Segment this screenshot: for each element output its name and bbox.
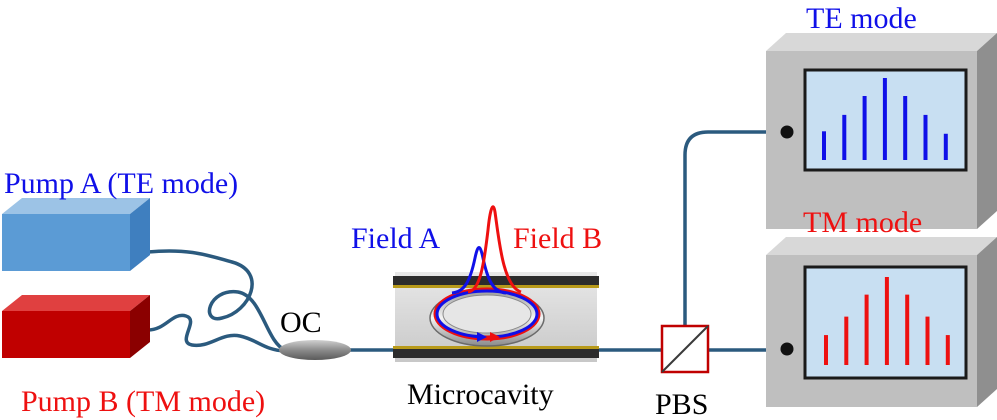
tm-spectrum-monitor xyxy=(766,237,997,407)
fiber-network xyxy=(146,130,789,353)
te-spectral-lines xyxy=(822,78,948,160)
tm-spectral-lines xyxy=(824,277,950,365)
bus-waveguide-top xyxy=(393,276,599,285)
pump-a-label: Pump A (TE mode) xyxy=(4,167,238,200)
field-a-label: Field A xyxy=(351,222,441,255)
optical-coupler xyxy=(279,340,351,360)
bus-waveguide-bottom xyxy=(393,349,599,358)
pump-b-laser xyxy=(2,295,150,358)
pbs-cube xyxy=(660,324,710,374)
field-b-pulse xyxy=(467,205,522,294)
pump-b-label: Pump B (TM mode) xyxy=(21,385,265,418)
field-a-pulse xyxy=(451,246,507,295)
te-mode-label: TE mode xyxy=(806,2,917,35)
pbs-label: PBS xyxy=(655,388,708,420)
fiber-pump-a xyxy=(146,249,287,352)
oc-label: OC xyxy=(280,306,322,339)
field-b-label: Field B xyxy=(513,222,602,255)
te-input-port xyxy=(780,125,794,139)
fiber-pump-b xyxy=(146,313,287,353)
fiber-pbs-to-te xyxy=(683,130,789,328)
tm-input-port xyxy=(780,342,794,356)
tm-mode-label: TM mode xyxy=(803,206,922,239)
pump-a-laser xyxy=(2,198,150,271)
microcavity-label: Microcavity xyxy=(407,378,554,411)
ring-path-tm xyxy=(433,287,541,341)
arrow-field-a xyxy=(477,332,487,342)
te-spectrum-monitor xyxy=(766,33,997,229)
microcavity-chip xyxy=(393,272,599,362)
